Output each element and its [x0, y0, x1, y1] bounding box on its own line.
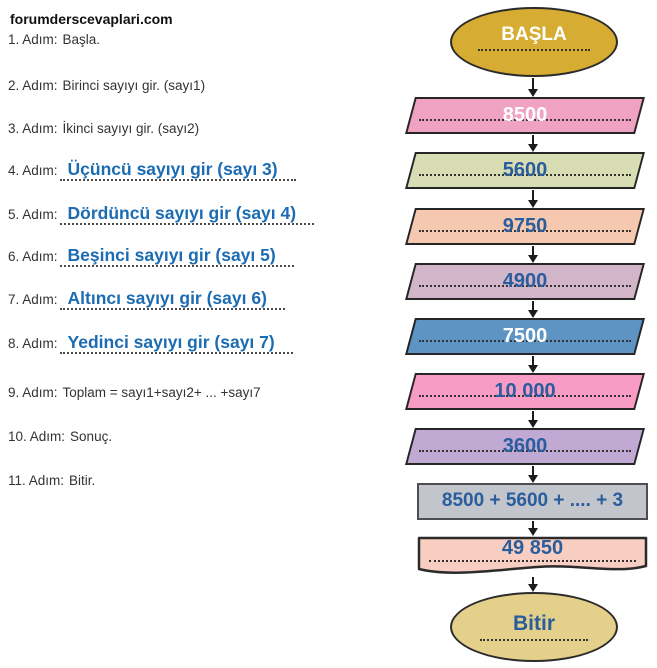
input-value: 5600	[502, 159, 548, 181]
step-2: 2. Adım: Birinci sayıyı gir. (sayı1)	[8, 78, 205, 93]
handwritten-answer: Beşinci sayıyı gir (sayı 5)	[59, 246, 294, 268]
answer-line	[478, 49, 590, 51]
step-7: 7. Adım:Altıncı sayıyı gir (sayı 6)	[8, 289, 285, 311]
step-text: Toplam = sayı1+sayı2+ ... +sayı7	[62, 385, 261, 400]
step-5: 5. Adım:Dördüncü sayıyı gir (sayı 4)	[8, 204, 315, 226]
step-number: 6. Adım:	[8, 249, 58, 264]
step-number: 8. Adım:	[8, 336, 58, 351]
step-9: 9. Adım: Toplam = sayı1+sayı2+ ... +sayı7	[8, 385, 261, 400]
flow-arrow-icon	[527, 521, 539, 536]
input-value: 3600	[502, 435, 548, 457]
step-4: 4. Adım:Üçüncü sayıyı gir (sayı 3)	[8, 160, 296, 182]
start-label: BAŞLA	[501, 24, 567, 45]
step-text: Sonuç.	[70, 429, 113, 444]
step-text: Bitir.	[69, 473, 96, 488]
step-text: Birinci sayıyı gir. (sayı1)	[62, 78, 206, 93]
flow-arrow-icon	[527, 356, 539, 373]
step-number: 1. Adım:	[8, 32, 58, 47]
step-number: 5. Adım:	[8, 207, 58, 222]
answer-line	[419, 450, 631, 452]
handwritten-answer: Altıncı sayıyı gir (sayı 6)	[59, 289, 285, 311]
flow-arrow-icon	[527, 190, 539, 208]
step-3: 3. Adım: İkinci sayıyı gir. (sayı2)	[8, 121, 199, 136]
process-expression: 8500 + 5600 + .... + 3	[441, 490, 624, 511]
flowchart-input-node: 10 000	[403, 373, 647, 410]
answer-line	[419, 174, 631, 176]
answer-line	[419, 340, 631, 342]
answer-line	[419, 395, 631, 397]
answer-line	[429, 560, 636, 562]
flowchart-input-node: 9750	[403, 208, 647, 245]
flowchart-input-node: 4900	[403, 263, 647, 300]
answer-line	[480, 639, 588, 641]
answer-line	[419, 230, 631, 232]
flowchart-process-node: 8500 + 5600 + .... + 3	[417, 483, 648, 520]
handwritten-answer: Yedinci sayıyı gir (sayı 7)	[59, 333, 293, 355]
input-value: 7500	[502, 325, 548, 347]
step-number: 2. Adım:	[8, 78, 58, 93]
step-8: 8. Adım:Yedinci sayıyı gir (sayı 7)	[8, 333, 293, 355]
step-text: Başla.	[62, 32, 101, 47]
step-10: 10. Adım: Sonuç.	[8, 429, 112, 444]
flow-arrow-icon	[527, 577, 539, 592]
input-value: 4900	[502, 270, 548, 292]
step-number: 4. Adım:	[8, 163, 58, 178]
flowchart-input-node: 5600	[403, 152, 647, 189]
input-value: 8500	[502, 104, 548, 126]
step-number: 7. Adım:	[8, 292, 58, 307]
flow-arrow-icon	[527, 246, 539, 263]
flow-arrow-icon	[527, 78, 539, 97]
flow-arrow-icon	[527, 411, 539, 428]
output-value: 49 850	[501, 537, 564, 559]
input-value: 10 000	[494, 380, 556, 402]
answer-line	[419, 119, 631, 121]
handwritten-answer: Dördüncü sayıyı gir (sayı 4)	[59, 204, 315, 226]
step-number: 9. Adım:	[8, 385, 58, 400]
flowchart-output-node: 49 850	[417, 536, 648, 578]
input-value: 9750	[502, 215, 548, 237]
flowchart-end-node: Bitir	[450, 592, 618, 662]
step-text: İkinci sayıyı gir. (sayı2)	[62, 121, 200, 136]
flowchart-start-node: BAŞLA	[450, 7, 618, 77]
step-number: 11. Adım:	[8, 473, 65, 488]
flowchart-input-node: 7500	[403, 318, 647, 355]
step-number: 3. Adım:	[8, 121, 58, 136]
step-1: 1. Adım: Başla.	[8, 32, 100, 47]
step-11: 11. Adım: Bitir.	[8, 473, 95, 488]
flowchart-input-node: 3600	[403, 428, 647, 465]
site-watermark: forumderscevaplari.com	[10, 11, 173, 27]
flowchart-input-node: 8500	[403, 97, 647, 134]
step-number: 10. Adım:	[8, 429, 66, 444]
end-label: Bitir	[513, 612, 555, 635]
flow-arrow-icon	[527, 466, 539, 483]
handwritten-answer: Üçüncü sayıyı gir (sayı 3)	[59, 160, 296, 182]
step-6: 6. Adım:Beşinci sayıyı gir (sayı 5)	[8, 246, 294, 268]
answer-line	[419, 285, 631, 287]
document-shape	[417, 536, 648, 574]
flow-arrow-icon	[527, 135, 539, 152]
flow-arrow-icon	[527, 301, 539, 318]
